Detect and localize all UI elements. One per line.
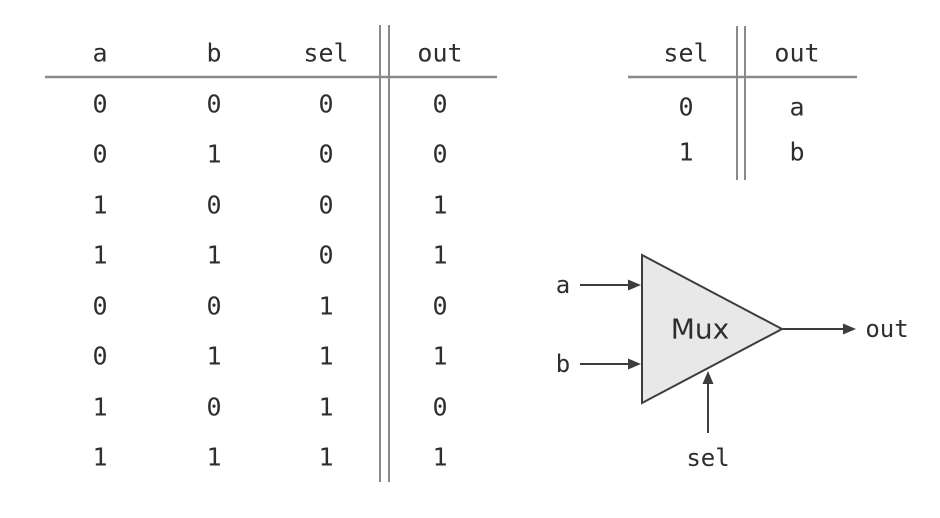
truth-table-cell: 1 <box>92 393 107 422</box>
truth-table-cell: 1 <box>206 443 221 472</box>
input-b-label: b <box>556 350 570 378</box>
truth-table-cell: 1 <box>206 241 221 270</box>
truth-table-row: 0 0 0 0 <box>92 90 447 119</box>
truth-table-cell: 0 <box>206 90 221 119</box>
truth-table-cell: 1 <box>92 191 107 220</box>
input-a-label: a <box>556 271 570 299</box>
truth-table-cell: 1 <box>318 443 333 472</box>
truth-table-cell: 0 <box>318 140 333 169</box>
output-arrowhead-icon <box>843 323 856 335</box>
truth-table-cell: 1 <box>318 342 333 371</box>
select-table-cell: 0 <box>678 93 693 122</box>
truth-table-row: 0 1 1 1 <box>92 342 447 371</box>
truth-table-cell: 0 <box>318 191 333 220</box>
truth-table-cell: 0 <box>92 292 107 321</box>
input-a-arrowhead-icon <box>628 279 641 291</box>
truth-table-row: 1 1 1 1 <box>92 443 447 472</box>
truth-table-cell: 0 <box>92 342 107 371</box>
truth-table-header-sel: sel <box>303 39 348 68</box>
mux-block-label: Mux <box>671 313 729 346</box>
select-table-header-sel: sel <box>663 39 708 68</box>
truth-table-cell: 1 <box>432 191 447 220</box>
truth-table-cell: 1 <box>92 443 107 472</box>
truth-table-cell: 0 <box>432 90 447 119</box>
select-arrowhead-icon <box>702 371 714 384</box>
truth-table-row: 1 0 0 1 <box>92 191 447 220</box>
select-table-cell: b <box>789 138 804 167</box>
truth-table-cell: 0 <box>432 140 447 169</box>
truth-table-cell: 0 <box>92 140 107 169</box>
truth-table-header-b: b <box>206 39 221 68</box>
select-table-row: 0 a <box>678 93 804 122</box>
truth-table-cell: 1 <box>432 342 447 371</box>
truth-table-row: 1 1 0 1 <box>92 241 447 270</box>
truth-table-header-a: a <box>92 39 107 68</box>
select-table-cell: a <box>789 93 804 122</box>
truth-table-cell: 1 <box>432 443 447 472</box>
truth-table-cell: 0 <box>206 191 221 220</box>
truth-table-cell: 1 <box>318 393 333 422</box>
truth-table: a b sel out 0 0 0 0 0 1 0 0 1 0 0 1 1 1 … <box>45 25 497 482</box>
truth-table-cell: 1 <box>206 140 221 169</box>
mux-body-triangle <box>641 253 785 405</box>
truth-table-cell: 0 <box>318 90 333 119</box>
truth-table-cell: 1 <box>92 241 107 270</box>
truth-table-cell: 0 <box>432 393 447 422</box>
select-table-cell: 1 <box>678 138 693 167</box>
truth-table-row: 0 0 1 0 <box>92 292 447 321</box>
truth-table-cell: 0 <box>92 90 107 119</box>
truth-table-cell: 0 <box>318 241 333 270</box>
input-b-arrowhead-icon <box>628 358 641 370</box>
select-table: sel out 0 a 1 b <box>628 26 857 180</box>
select-label: sel <box>686 444 729 472</box>
truth-table-row: 1 0 1 0 <box>92 393 447 422</box>
truth-table-cell: 1 <box>206 342 221 371</box>
select-table-row: 1 b <box>678 138 804 167</box>
select-table-header-out: out <box>774 39 819 68</box>
truth-table-cell: 1 <box>318 292 333 321</box>
truth-table-cell: 0 <box>206 393 221 422</box>
mux-diagram: Mux a b out sel <box>556 253 909 472</box>
truth-table-row: 0 1 0 0 <box>92 140 447 169</box>
truth-table-cell: 0 <box>206 292 221 321</box>
truth-table-cell: 1 <box>432 241 447 270</box>
truth-table-cell: 0 <box>432 292 447 321</box>
truth-table-header-out: out <box>417 39 462 68</box>
output-label: out <box>865 315 908 343</box>
